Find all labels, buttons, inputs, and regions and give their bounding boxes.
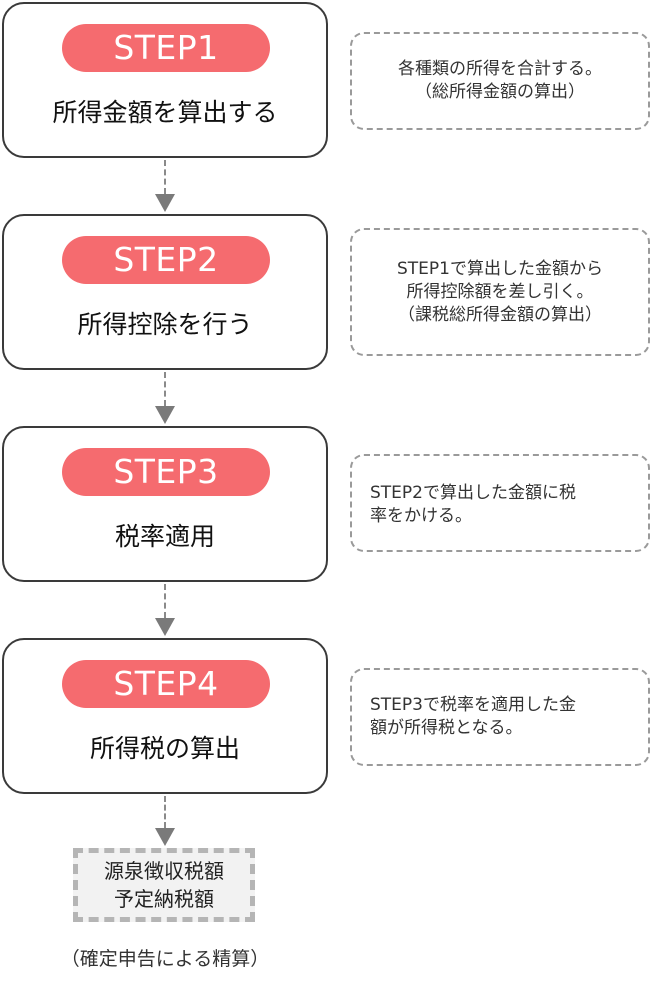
step4-note-line1: STEP3で税率を適用した金 (370, 695, 576, 715)
step4-badge: STEP4 (62, 660, 270, 708)
step4-note-line2: 額が所得税となる。 (370, 718, 523, 738)
arrow-4-final (155, 828, 175, 846)
step3-note-line2: 率をかける。 (370, 506, 472, 526)
final-box: 源泉徴収税額 予定納税額 (73, 848, 255, 922)
step4-note: STEP3で税率を適用した金 額が所得税となる。 (350, 668, 650, 766)
step1-title: 所得金額を算出する (52, 98, 278, 127)
connector-3-4 (164, 584, 166, 618)
step1-box: STEP1 所得金額を算出する (2, 2, 328, 158)
step1-note-line2: （総所得金額の算出） (415, 82, 585, 102)
step3-note: STEP2で算出した金額に税 率をかける。 (350, 454, 650, 552)
arrow-2-3 (155, 406, 175, 424)
step3-box: STEP3 税率適用 (2, 426, 328, 582)
step2-badge: STEP2 (62, 236, 270, 284)
step2-note-line2: 所得控除額を差し引く。 (406, 281, 594, 302)
arrow-1-2 (155, 194, 175, 212)
connector-2-3 (164, 372, 166, 406)
step4-title: 所得税の算出 (89, 734, 240, 763)
arrow-3-4 (155, 618, 175, 636)
step1-badge: STEP1 (62, 24, 270, 72)
step1-note-line1: 各種類の所得を合計する。 (398, 59, 602, 79)
step2-title: 所得控除を行う (77, 310, 253, 339)
connector-4-final (164, 796, 166, 828)
step4-box: STEP4 所得税の算出 (2, 638, 328, 794)
step2-note-line3: （課税総所得金額の算出） (398, 304, 602, 325)
step2-note-line1: STEP1で算出した金額から (397, 258, 603, 279)
step2-note: STEP1で算出した金額から 所得控除額を差し引く。 （課税総所得金額の算出） (350, 228, 650, 356)
step3-title: 税率適用 (114, 522, 215, 551)
final-line1: 源泉徴収税額 (104, 859, 224, 883)
step1-note: 各種類の所得を合計する。 （総所得金額の算出） (350, 32, 650, 130)
footnote: （確定申告による精算） (60, 948, 270, 970)
step3-badge: STEP3 (62, 448, 270, 496)
step3-note-line1: STEP2で算出した金額に税 (370, 483, 576, 503)
final-line2: 予定納税額 (114, 887, 214, 911)
step2-box: STEP2 所得控除を行う (2, 214, 328, 370)
connector-1-2 (164, 160, 166, 194)
